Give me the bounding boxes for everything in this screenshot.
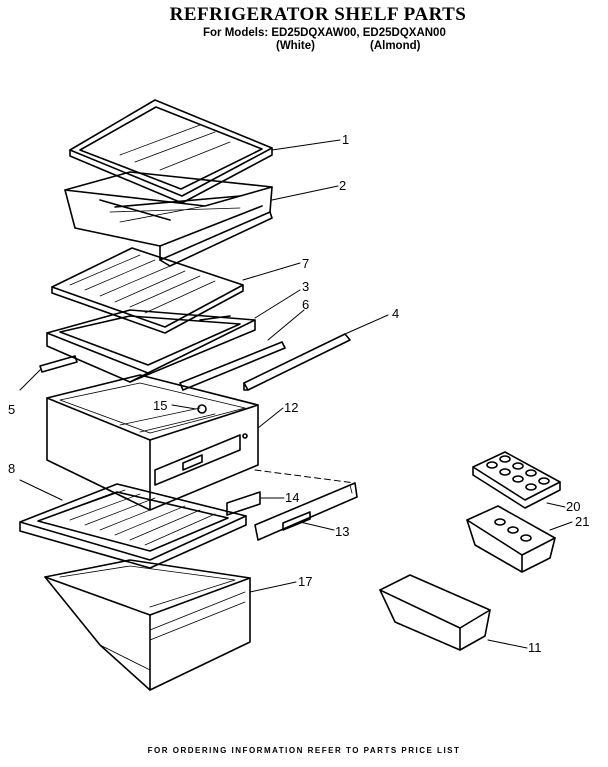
part-14-slide	[226, 491, 261, 516]
callout-1: 1	[342, 132, 349, 147]
page-title: REFRIGERATOR SHELF PARTS	[169, 4, 467, 25]
part-17-lower-pan	[44, 559, 251, 691]
callout-3: 3	[302, 279, 309, 294]
part-7-glass-panel	[51, 247, 244, 334]
color-almond: (Almond)	[370, 40, 421, 52]
callout-8: 8	[8, 461, 15, 476]
callout-11: 11	[528, 640, 542, 655]
callout-6: 6	[302, 297, 309, 312]
leader-lines	[19, 139, 573, 649]
part-21-egg-bin	[466, 505, 556, 573]
part-3-shelf-frame	[46, 309, 256, 383]
callout-21: 21	[575, 514, 589, 529]
part-2-deli-drawer	[64, 171, 273, 267]
part-6-rod	[179, 341, 286, 391]
header: REFRIGERATOR SHELF PARTS	[0, 4, 608, 26]
part-13-slide	[254, 482, 358, 541]
callout-15: 15	[153, 398, 167, 413]
color-white: (White)	[276, 40, 315, 52]
models-line: For Models: ED25DQXAW00, ED25DQXAN00	[203, 27, 446, 39]
part-4-rod	[243, 333, 351, 391]
ordering-footer: FOR ORDERING INFORMATION REFER TO PARTS …	[147, 746, 461, 755]
callout-4: 4	[392, 306, 399, 321]
callout-13: 13	[335, 524, 349, 539]
callout-12: 12	[284, 400, 298, 415]
part-15-screw	[197, 404, 207, 414]
callout-14: 14	[285, 490, 299, 505]
callout-2: 2	[339, 178, 346, 193]
callout-20: 20	[566, 499, 580, 514]
part-20-egg-tray	[472, 451, 561, 509]
part-5-rail	[39, 355, 78, 373]
callout-5: 5	[8, 402, 15, 417]
callout-7: 7	[302, 256, 309, 271]
part-11-door-bin	[379, 574, 491, 651]
part-12-crisper	[46, 374, 259, 511]
part-8-crisper-cover	[19, 483, 247, 569]
part-1-glass-shelf	[69, 99, 273, 204]
callout-17: 17	[298, 574, 312, 589]
